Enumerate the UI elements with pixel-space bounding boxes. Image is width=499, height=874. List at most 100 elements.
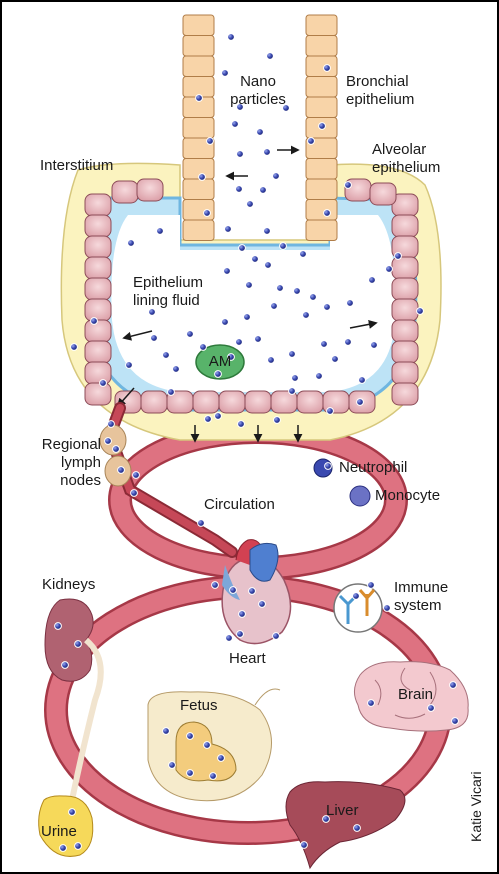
nanoparticle [108, 421, 115, 428]
heart-label: Heart [229, 650, 266, 668]
nanoparticle [232, 121, 239, 128]
nanoparticle [327, 408, 334, 415]
alveolar-cell [85, 278, 111, 300]
fetus-label: Fetus [180, 697, 218, 715]
nanoparticle [126, 362, 133, 369]
nanoparticle [204, 210, 211, 217]
nanoparticle [198, 520, 205, 527]
nanoparticle [271, 303, 278, 310]
nanoparticle [237, 631, 244, 638]
nanoparticle [274, 417, 281, 424]
nanoparticle [249, 588, 256, 595]
nanoparticle [215, 413, 222, 420]
nanoparticle [151, 335, 158, 342]
bronchial-cell [183, 77, 214, 98]
nanoparticle [325, 463, 332, 470]
alveolar-cell [193, 391, 219, 413]
bronchial-cell [306, 56, 337, 77]
alveolar-cell [85, 257, 111, 279]
alveolar-cell [245, 391, 271, 413]
alveolar-cell [392, 362, 418, 384]
alveolar-cell [85, 194, 111, 216]
nanoparticle [236, 186, 243, 193]
nanoparticle [450, 682, 457, 689]
nanoparticle [324, 210, 331, 217]
nanoparticle [417, 308, 424, 315]
alveolar-cell [85, 215, 111, 237]
nanoparticle [345, 182, 352, 189]
nanoparticle [324, 304, 331, 311]
nanoparticle [239, 245, 246, 252]
nanoparticle [163, 352, 170, 359]
nanoparticle [324, 65, 331, 72]
alveolar-cell [392, 299, 418, 321]
nanoparticle [224, 268, 231, 275]
nanoparticle [173, 366, 180, 373]
nanoparticle [319, 123, 326, 130]
alveolar-cell [392, 320, 418, 342]
nanoparticle [371, 342, 378, 349]
nanoparticle [218, 755, 225, 762]
nanoparticle [199, 174, 206, 181]
nanoparticle [354, 825, 361, 832]
alveolar-cell [85, 383, 111, 405]
alveolar-cell [392, 278, 418, 300]
nanoparticle [260, 187, 267, 194]
am-label: AM [196, 353, 244, 371]
nanoparticle [210, 773, 217, 780]
nanoparticle [316, 373, 323, 380]
nanoparticle [303, 312, 310, 319]
nanoparticle [267, 53, 274, 60]
nanoparticle [222, 319, 229, 326]
alveolar-cell [370, 183, 396, 205]
alveolar-cell [141, 391, 167, 413]
nanoparticle [310, 294, 317, 301]
nanoparticle [321, 341, 328, 348]
nanoparticle [71, 344, 78, 351]
interstitium-label: Interstitium [40, 157, 113, 175]
alveolar-cell [392, 215, 418, 237]
nanoparticle [265, 262, 272, 269]
nanoparticle [131, 490, 138, 497]
nanoparticle [273, 633, 280, 640]
bronchial-cell [183, 118, 214, 139]
nanoparticle [395, 253, 402, 260]
alveolar-cell [297, 391, 323, 413]
nanoparticle [359, 377, 366, 384]
alveolar-cell [392, 383, 418, 405]
nanoparticle [300, 251, 307, 258]
nanoparticle [55, 623, 62, 630]
alveolar-cell [112, 181, 138, 203]
bronchial-cell [306, 200, 337, 221]
nanoparticle [118, 467, 125, 474]
nanoparticle [368, 700, 375, 707]
neutrophil-label: Neutrophil [339, 459, 407, 477]
nanoparticle [386, 266, 393, 273]
nanoparticle [308, 138, 315, 145]
nanoparticle [259, 601, 266, 608]
nanoparticle [247, 201, 254, 208]
nanoparticle [128, 240, 135, 247]
nanoparticle [236, 339, 243, 346]
nanoparticle [252, 256, 259, 263]
bronchial-cell [183, 179, 214, 200]
bronchial-cell [306, 220, 337, 241]
nanoparticle [207, 138, 214, 145]
nanoparticle [157, 228, 164, 235]
nanoparticle [294, 288, 301, 295]
nanoparticle [168, 389, 175, 396]
nanoparticle [215, 371, 222, 378]
nanoparticle [368, 582, 375, 589]
nanoparticle [187, 770, 194, 777]
nanoparticle [205, 416, 212, 423]
nanoparticle [196, 95, 203, 102]
bronchial-cell [306, 15, 337, 36]
alveolar-cell [85, 320, 111, 342]
nanoparticle [204, 742, 211, 749]
monocyte-cell [350, 486, 370, 506]
nanoparticle [264, 149, 271, 156]
alveolar-cell [219, 391, 245, 413]
